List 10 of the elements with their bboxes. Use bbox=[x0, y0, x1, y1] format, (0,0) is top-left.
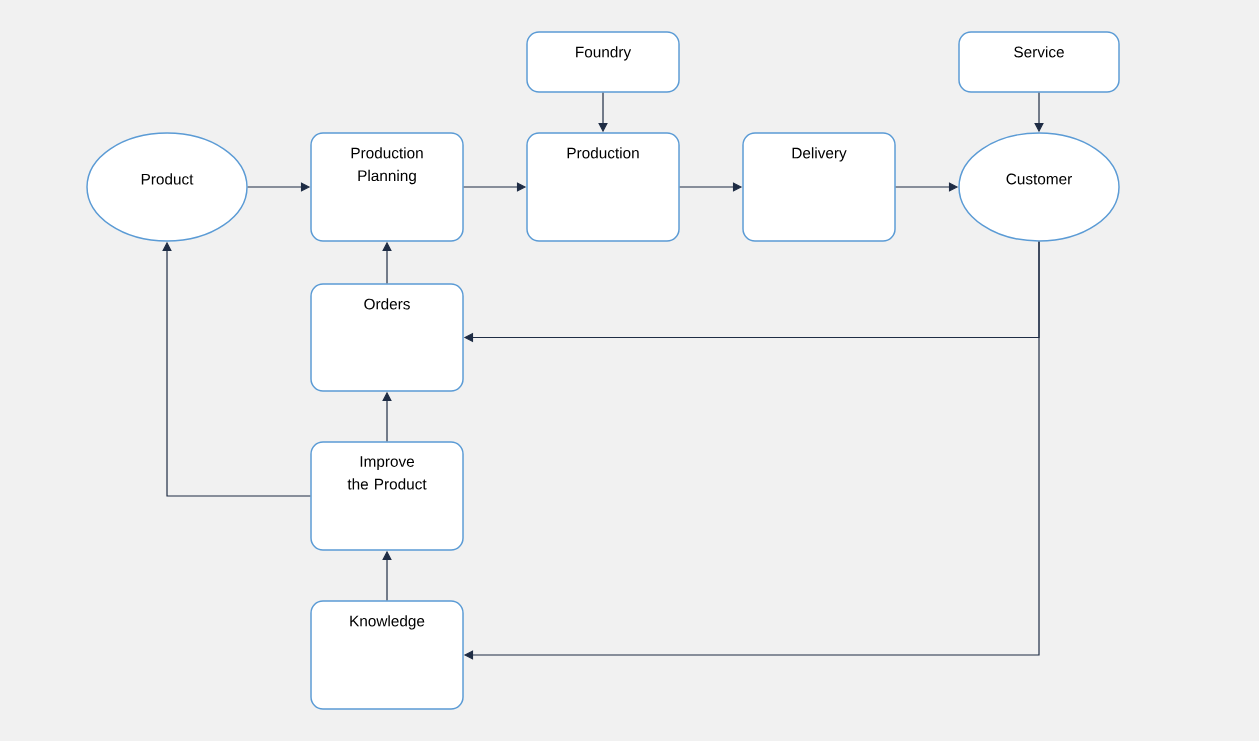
ellipse-node: Product bbox=[86, 132, 248, 242]
process-box: Foundry bbox=[526, 31, 680, 93]
process-box: Production bbox=[526, 132, 680, 242]
process-box: Orders bbox=[310, 283, 464, 392]
process-box: Service bbox=[958, 31, 1120, 93]
ellipse-node: Customer bbox=[958, 132, 1120, 242]
process-box: Production Planning bbox=[310, 132, 464, 242]
process-box: Knowledge bbox=[310, 600, 464, 710]
process-box: Delivery bbox=[742, 132, 896, 242]
process-box: Improve the Product bbox=[310, 441, 464, 551]
